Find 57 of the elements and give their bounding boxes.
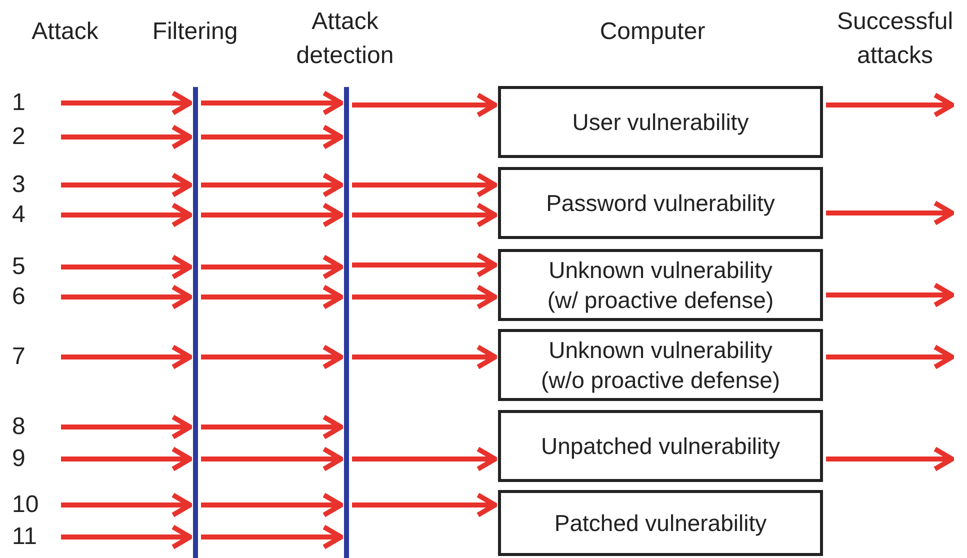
arrow [61,446,192,472]
arrow [826,200,954,226]
column-heading: Attack detection [295,7,395,71]
arrow [826,282,954,308]
column-heading: Filtering [151,17,239,47]
attack-number: 4 [12,200,58,230]
arrow [201,124,344,150]
arrow [61,492,192,518]
vulnerability-box: Password vulnerability [498,167,823,239]
arrow [352,492,498,518]
arrow [61,124,192,150]
arrow [352,284,498,310]
attack-number: 9 [12,444,58,474]
arrow [201,446,344,472]
attack-number: 8 [12,412,58,442]
vulnerability-box: Unknown vulnerability (w/o proactive defense) [498,329,823,401]
arrow [826,344,954,370]
attack-number: 1 [12,88,58,118]
vulnerability-box: Unpatched vulnerability [498,410,823,482]
arrow [61,202,192,228]
vulnerability-box: Patched vulnerability [498,490,823,556]
arrow [201,492,344,518]
arrow [61,414,192,440]
arrow [201,344,344,370]
arrow [826,92,954,118]
arrow [61,344,192,370]
arrow [352,344,498,370]
vulnerability-box: User vulnerability [498,86,823,158]
arrow [61,284,192,310]
arrow [201,202,344,228]
attack-number: 7 [12,342,58,372]
arrow [352,202,498,228]
arrow [352,172,498,198]
arrow [61,172,192,198]
column-heading: Successful attacks [836,7,954,71]
arrow [201,172,344,198]
arrow [201,284,344,310]
column-heading: Attack [30,17,100,47]
arrow [352,446,498,472]
attack-number: 5 [12,252,58,282]
arrow [61,90,192,116]
attack-number: 2 [12,122,58,152]
arrow [352,252,498,278]
arrow [201,254,344,280]
arrow [201,524,344,550]
arrow [352,92,498,118]
attack-number: 6 [12,282,58,312]
arrow [61,254,192,280]
arrow [201,90,344,116]
arrow [61,524,192,550]
arrow [826,446,954,472]
attack-number: 10 [12,490,58,520]
attack-number: 3 [12,170,58,200]
arrow [201,414,344,440]
vulnerability-box: Unknown vulnerability (w/ proactive defense) [498,249,823,321]
attack-number: 11 [12,522,58,552]
column-heading: Computer [598,17,706,47]
